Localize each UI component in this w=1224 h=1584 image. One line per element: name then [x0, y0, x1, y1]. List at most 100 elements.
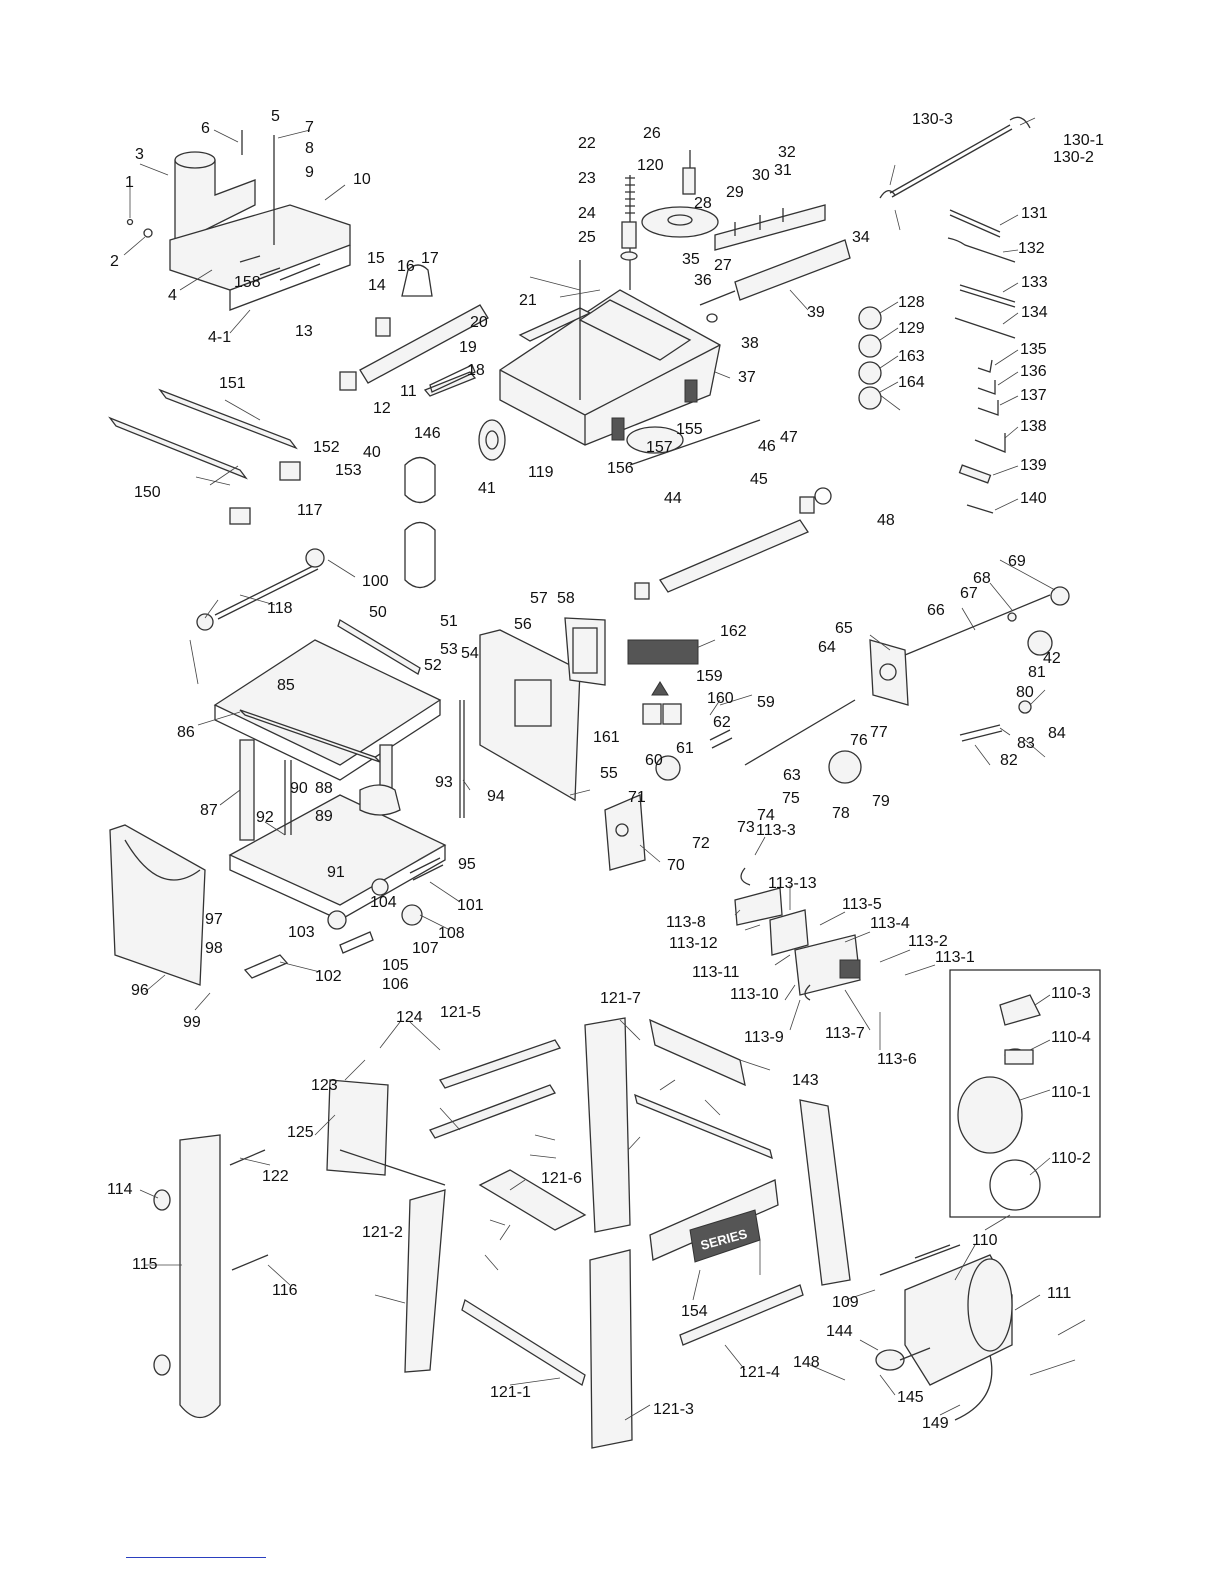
callout-91: 91 [327, 864, 345, 881]
infeed-roller-assembly [339, 264, 489, 393]
callout-31: 31 [774, 162, 792, 179]
callout-113-1: 113-1 [935, 949, 975, 966]
callout-113-5: 113-5 [842, 896, 882, 913]
callout-113-7: 113-7 [825, 1025, 865, 1042]
callout-130-2: 130-2 [1053, 149, 1094, 166]
callout-9: 9 [305, 164, 314, 181]
callout-161: 161 [593, 729, 620, 746]
callout-25: 25 [578, 229, 596, 246]
callout-86: 86 [177, 724, 195, 741]
callout-58: 58 [557, 590, 575, 607]
callout-149: 149 [922, 1415, 949, 1432]
callout-79: 79 [872, 793, 890, 810]
callout-82: 82 [1000, 752, 1018, 769]
callout-84: 84 [1048, 725, 1066, 742]
callout-156: 156 [607, 460, 634, 477]
callout-121-5: 121-5 [440, 1004, 481, 1021]
callout-113-3: 113-3 [756, 822, 796, 839]
callout-113-4: 113-4 [870, 915, 910, 932]
callout-70: 70 [667, 857, 685, 874]
callout-7: 7 [305, 119, 314, 136]
callout-81: 81 [1028, 664, 1046, 681]
callout-152: 152 [313, 439, 340, 456]
callout-100: 100 [362, 573, 389, 590]
callout-47: 47 [780, 429, 798, 446]
callout-59: 59 [757, 694, 775, 711]
callout-98: 98 [205, 940, 223, 957]
callout-97: 97 [205, 911, 223, 928]
callout-68: 68 [973, 570, 991, 587]
callout-40: 40 [363, 444, 381, 461]
callout-113-2: 113-2 [908, 933, 948, 950]
callout-23: 23 [578, 170, 596, 187]
gearbox-cover-right [869, 586, 1070, 742]
callout-116: 116 [272, 1282, 298, 1299]
callout-45: 45 [750, 471, 768, 488]
extension-rod [196, 548, 325, 631]
base-chains-sprockets [243, 857, 444, 979]
callout-115: 115 [132, 1256, 158, 1273]
callout-140: 140 [1020, 490, 1047, 507]
callout-121-2: 121-2 [362, 1224, 403, 1241]
change-gears [858, 306, 882, 410]
callout-50: 50 [369, 604, 387, 621]
callout-158: 158 [234, 274, 261, 291]
callout-35: 35 [682, 251, 700, 268]
callout-3: 3 [135, 146, 144, 163]
callout-87: 87 [200, 802, 218, 819]
callout-101: 101 [457, 897, 484, 914]
callout-22: 22 [578, 135, 596, 152]
footer-rule [126, 1557, 266, 1558]
callout-52: 52 [424, 657, 442, 674]
callout-53: 53 [440, 641, 458, 658]
callout-146: 146 [414, 425, 441, 442]
callout-1: 1 [125, 174, 134, 191]
callout-137: 137 [1020, 387, 1047, 404]
callout-62: 62 [713, 714, 731, 731]
callout-129: 129 [898, 320, 925, 337]
callout-4-1: 4-1 [208, 329, 231, 346]
callout-110-3: 110-3 [1051, 985, 1091, 1002]
callout-6: 6 [201, 120, 210, 137]
callout-109: 109 [832, 1294, 859, 1311]
callout-72: 72 [692, 835, 710, 852]
callout-110-2: 110-2 [1051, 1150, 1091, 1167]
callout-66: 66 [927, 602, 945, 619]
callout-104: 104 [370, 894, 397, 911]
callout-80: 80 [1016, 684, 1034, 701]
callout-134: 134 [1021, 304, 1048, 321]
callout-69: 69 [1008, 553, 1026, 570]
callout-24: 24 [578, 205, 596, 222]
callout-130-3: 130-3 [912, 111, 953, 128]
callout-107: 107 [412, 940, 439, 957]
motor-cover [109, 824, 206, 986]
callout-55: 55 [600, 765, 618, 782]
callout-108: 108 [438, 925, 465, 942]
callout-121-1: 121-1 [490, 1384, 531, 1401]
callout-164: 164 [898, 374, 925, 391]
planer-table [213, 619, 442, 781]
callout-8: 8 [305, 140, 314, 157]
callout-157: 157 [646, 439, 673, 456]
callout-46: 46 [758, 438, 776, 455]
callout-27: 27 [714, 257, 732, 274]
callout-130-1: 130-1 [1063, 132, 1104, 149]
head-casting-assembly [423, 150, 721, 454]
callout-113-8: 113-8 [666, 914, 706, 931]
callout-139: 139 [1020, 457, 1047, 474]
callout-61: 61 [676, 740, 694, 757]
callout-63: 63 [783, 767, 801, 784]
callout-103: 103 [288, 924, 315, 941]
callout-labels: 1 2 3 4 4-1 5 6 7 8 9 10 11 12 13 14 15 … [107, 108, 1104, 1432]
callout-120: 120 [637, 157, 664, 174]
callout-21: 21 [519, 292, 537, 309]
callout-110-4: 110-4 [1051, 1029, 1091, 1046]
callout-94: 94 [487, 788, 505, 805]
callout-56: 56 [514, 616, 532, 633]
callout-99: 99 [183, 1014, 201, 1031]
callout-89: 89 [315, 808, 333, 825]
callout-18: 18 [467, 362, 485, 379]
callout-136: 136 [1020, 363, 1047, 380]
callout-105: 105 [382, 957, 409, 974]
callout-113-11: 113-11 [692, 964, 740, 981]
